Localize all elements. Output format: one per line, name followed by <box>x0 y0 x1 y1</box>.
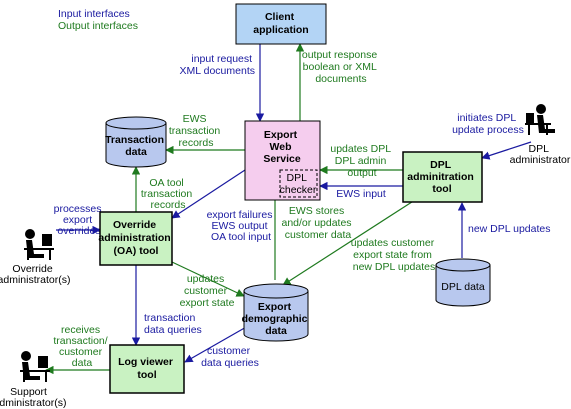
support-administrator-icon <box>20 351 50 382</box>
support-administrator-label: Support administrator(s) <box>0 386 66 409</box>
svg-text:Transaction data: Transaction data <box>105 134 167 158</box>
svg-text:Export demographic: Export demographic data <box>242 301 311 337</box>
edge-oa-updates <box>171 261 245 297</box>
label-processes: processes export overrides <box>54 203 105 237</box>
svg-text:Log viewer tool: Log viewer tool <box>118 356 176 381</box>
transaction-data-store: Transaction data <box>105 116 167 168</box>
legend-input: Input interfaces <box>58 8 130 20</box>
legend-output: Output interfaces <box>58 20 138 32</box>
svg-text:Export Web Service: Export Web Service <box>263 129 301 165</box>
dpl-checker-box: DPL checker <box>279 169 318 198</box>
label-oa-records: OA tool transaction records <box>141 177 195 211</box>
dpl-administrator-label: DPL administrator <box>510 143 571 166</box>
label-export-failures: export failures EWS output OA tool input <box>207 209 276 243</box>
label-receives: receives transaction/ customer data <box>53 324 110 369</box>
dpl-data-store: DPL data <box>435 258 491 307</box>
label-updates-customer-state: updates customer export state from new D… <box>351 237 437 273</box>
edge-initiates <box>481 141 532 160</box>
svg-text:Client application: Client application <box>253 11 308 36</box>
dpl-administrator-icon <box>525 104 555 135</box>
override-administrator-label: Override administrator(s) <box>0 263 70 286</box>
override-administration-tool-box: Override administration (OA) tool <box>98 211 173 266</box>
label-new-dpl: new DPL updates <box>468 223 551 235</box>
client-application-box: Client application <box>235 3 327 45</box>
label-ews-records: EWS transaction records <box>169 113 223 149</box>
label-txn-queries: transaction data queries <box>144 312 202 336</box>
edge-export-failures <box>171 169 246 219</box>
export-web-service-box: Export Web Service DPL checker <box>244 120 321 201</box>
label-input-request: input request XML documents <box>180 53 255 77</box>
svg-text:Override administration: Override administration (OA) tool <box>98 219 173 257</box>
label-ews-input: EWS input <box>336 188 386 200</box>
label-ews-stores: EWS stores and/or updates customer data <box>282 205 355 241</box>
label-oa-updates: updates customer export state <box>180 273 235 309</box>
label-initiates: initiates DPL update process <box>452 112 524 136</box>
edge-updates-customer-state <box>282 199 416 286</box>
svg-text:DPL adminitration: DPL adminitration tool <box>407 159 476 195</box>
svg-text:DPL data: DPL data <box>441 281 485 293</box>
svg-text:DPL checker: DPL checker <box>280 172 317 196</box>
label-updates-dpl: updates DPL DPL admin output <box>330 143 393 179</box>
log-viewer-tool-box: Log viewer tool <box>109 344 185 394</box>
label-output-response: output response boolean or XML documents <box>302 49 380 85</box>
edge-cust-queries <box>184 325 249 363</box>
label-cust-queries: customer data queries <box>201 345 259 369</box>
override-administrator-icon <box>24 229 54 260</box>
export-demographic-data-store: Export demographic data <box>242 283 311 342</box>
dpl-administration-tool-box: DPL adminitration tool <box>402 151 483 203</box>
